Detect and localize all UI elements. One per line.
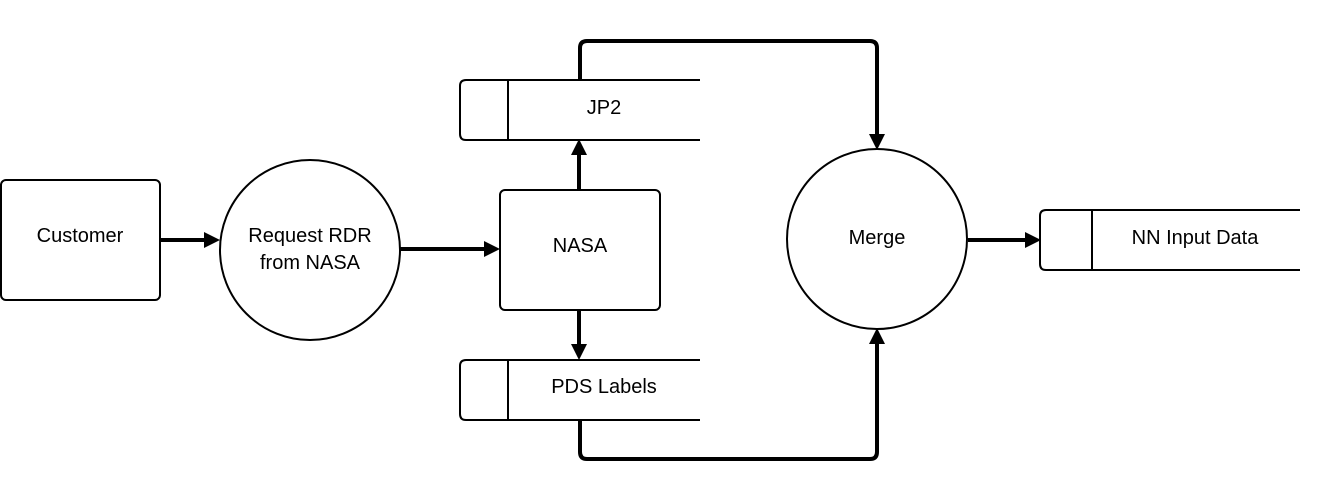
jp2-store-outline: [459, 79, 700, 141]
nn-input-store: NN Input Data: [1039, 209, 1300, 271]
nn-label: NN Input Data: [1132, 227, 1260, 249]
customer-label: Customer: [37, 225, 124, 247]
request-circle: [219, 159, 401, 341]
arrowhead-jp2-to-merge: [869, 134, 885, 150]
arrowhead-request-to-nasa: [484, 241, 500, 257]
merge-label: Merge: [849, 227, 906, 249]
request-process: Request RDR from NASA: [219, 159, 401, 341]
arrowhead-nasa-to-jp2: [571, 139, 587, 155]
flow-pds-to-merge: [578, 342, 879, 461]
customer-entity: Customer: [0, 179, 161, 301]
arrowhead-nasa-to-pds: [571, 344, 587, 360]
jp2-store: JP2: [459, 79, 700, 141]
flow-connectors: [152, 39, 1041, 461]
nasa-label: NASA: [553, 235, 608, 257]
arrowhead-customer-to-request: [204, 232, 220, 248]
arrowhead-merge-to-nn: [1025, 232, 1041, 248]
merge-process: Merge: [786, 148, 968, 330]
arrowhead-pds-to-merge: [869, 328, 885, 344]
nn-store-outline: [1039, 209, 1300, 271]
nasa-box: [499, 189, 661, 311]
customer-box: [0, 179, 161, 301]
request-label-line1: Request RDR: [248, 225, 371, 247]
pds-store: PDS Labels: [459, 359, 700, 421]
request-label-line2: from NASA: [260, 252, 361, 274]
pds-store-outline: [459, 359, 700, 421]
merge-circle: [786, 148, 968, 330]
jp2-label: JP2: [587, 97, 621, 119]
flow-jp2-to-merge: [578, 39, 879, 136]
pds-label: PDS Labels: [551, 376, 657, 398]
nasa-entity: NASA: [499, 189, 661, 311]
